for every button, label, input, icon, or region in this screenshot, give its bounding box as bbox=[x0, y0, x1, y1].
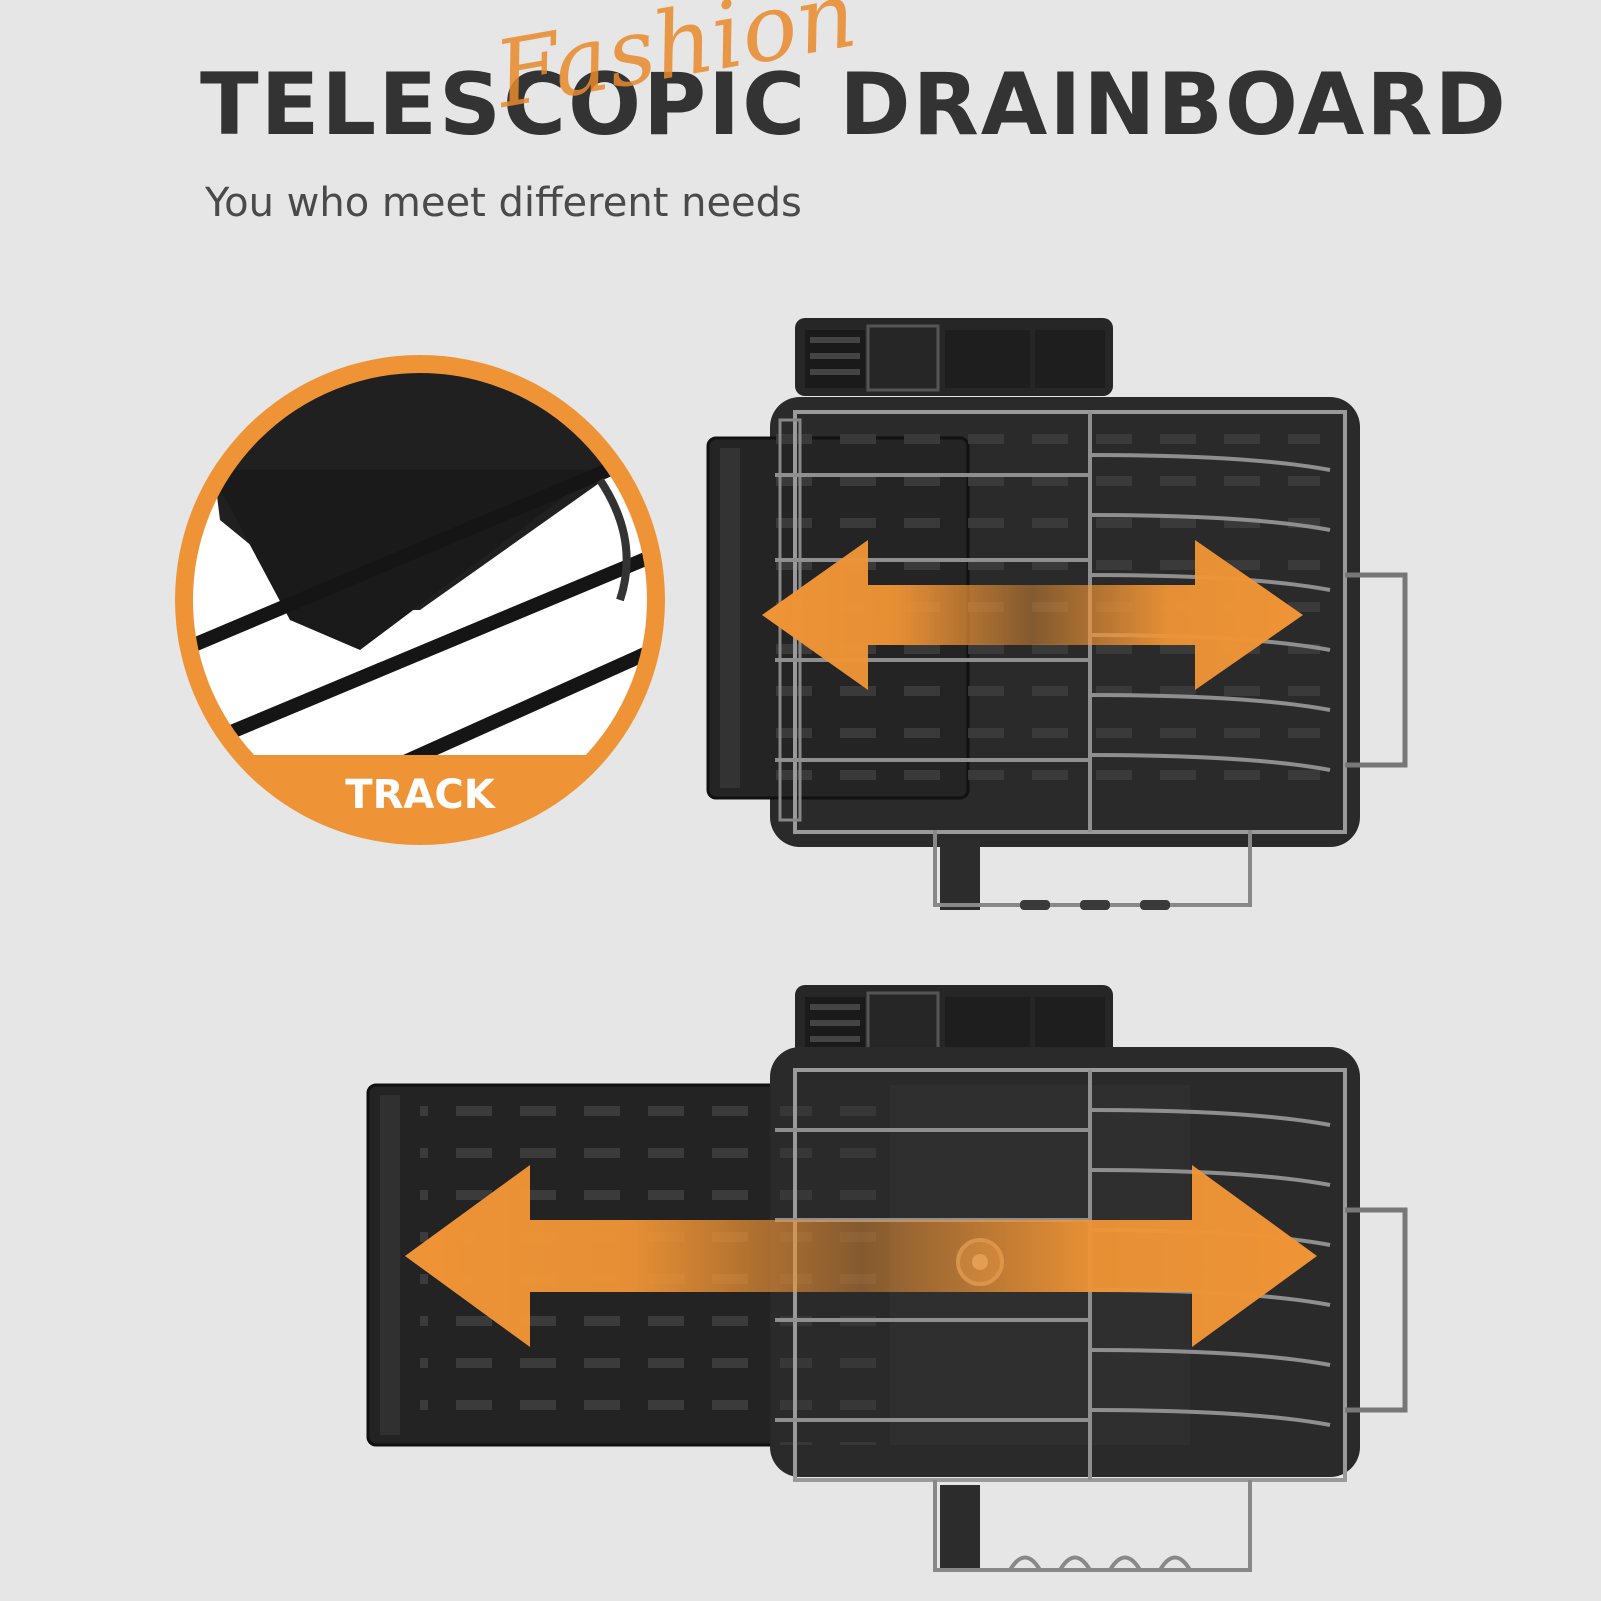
track-label: TRACK bbox=[345, 772, 495, 818]
page-subtitle: You who meet different needs bbox=[205, 180, 802, 226]
bottom-utensil-holder bbox=[795, 985, 1113, 1063]
double-arrow-icon bbox=[405, 1165, 1317, 1347]
double-arrow-icon bbox=[762, 540, 1303, 690]
page-title: TELESCOPIC DRAINBOARD bbox=[200, 55, 1508, 155]
top-utensil-holder bbox=[795, 318, 1113, 396]
